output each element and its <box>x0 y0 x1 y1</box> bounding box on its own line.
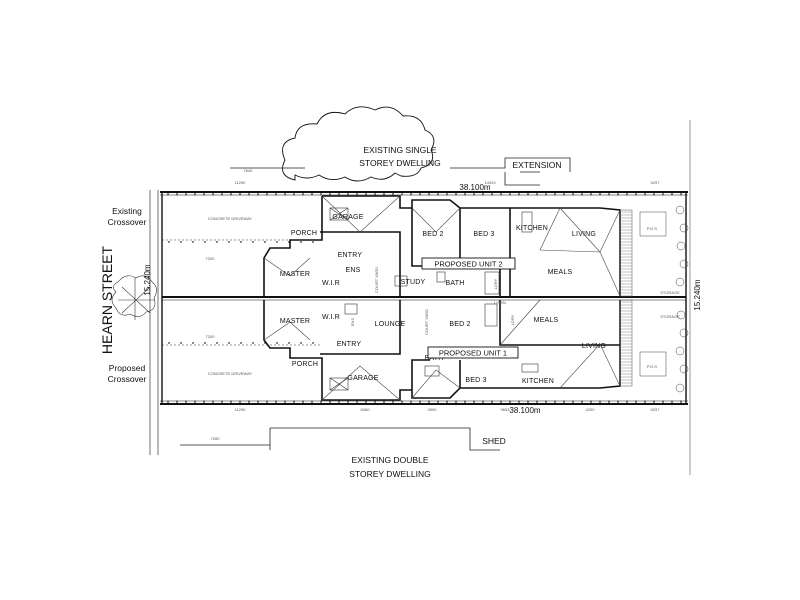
u2-kitchen: KITCHEN <box>516 225 548 232</box>
u1-lounge: LOUNGE <box>375 321 406 328</box>
north-neighbour-cloud: EXISTING SINGLE STOREY DWELLING <box>282 106 441 182</box>
u2-study: STUDY <box>401 279 426 286</box>
u1-title: PROPOSED UNIT 1 <box>439 349 507 358</box>
street-tree-symbol <box>111 275 157 320</box>
u2-garage: GARAGE <box>332 214 363 221</box>
shed-label: SHED <box>482 436 506 446</box>
unit2-outline <box>263 195 621 296</box>
north-neighbour-walls <box>230 157 571 186</box>
u2-title: PROPOSED UNIT 2 <box>434 260 502 269</box>
dim-width-left: 15.240m <box>143 264 152 295</box>
u1-ens: ENS <box>350 318 355 327</box>
u1-lndry: LDRY <box>510 314 515 325</box>
dim-bottom-9653: 9653 <box>501 407 511 412</box>
dim-bottom-4200: 4200 <box>586 407 596 412</box>
proposed-crossover-line1: Proposed <box>109 363 146 373</box>
setback-u2: 7200 <box>206 256 216 261</box>
u1-master: MASTER <box>280 318 310 325</box>
u2-wir: W.I.R <box>322 280 340 287</box>
existing-crossover-line1: Existing <box>112 206 142 216</box>
u1-storage: STORAGE <box>660 314 680 319</box>
party-wall <box>162 296 686 301</box>
fence-posts <box>167 191 682 405</box>
unit1-fixtures <box>329 303 539 391</box>
u2-porch: PORCH <box>291 230 317 237</box>
u1-bed2: BED 2 <box>449 321 470 328</box>
u1-pos: P.O.S <box>647 364 657 369</box>
street-frontage-lines <box>149 190 159 455</box>
setback-u1: 7200 <box>206 334 216 339</box>
dim-bottom-11290: 11290 <box>235 407 247 412</box>
u2-entry: ENTRY <box>338 252 363 259</box>
extension-label: EXTENSION <box>512 160 561 170</box>
u1-title-box: PROPOSED UNIT 1 <box>427 346 519 359</box>
u1-bath: BATH <box>425 355 444 362</box>
unit2-roof-lines <box>263 195 621 297</box>
driveway-label-u1: CONCRETE DRIVEWAY <box>208 371 253 376</box>
north-neighbour-line1: EXISTING SINGLE <box>363 145 437 155</box>
dim-bottom-2890: 2890 <box>428 407 438 412</box>
u1-bed3: BED 3 <box>465 377 486 384</box>
dim-bottom-7260: 7260 <box>211 436 221 441</box>
south-neighbour-walls <box>180 427 500 451</box>
u1-garage: GARAGE <box>347 375 378 382</box>
u2-bed2: BED 2 <box>422 231 443 238</box>
u1-entry: ENTRY <box>337 341 362 348</box>
u2-title-box: PROPOSED UNIT 2 <box>421 257 516 270</box>
u2-pos: P.O.S <box>647 226 657 231</box>
dim-length-bottom: 38.100m <box>509 406 540 415</box>
u1-porch: PORCH <box>292 361 318 368</box>
dim-top-5297: 5297 <box>651 180 661 185</box>
dim-top-11290: 11290 <box>235 180 247 185</box>
street-name: HEARN STREET <box>99 245 115 354</box>
u1-living: LIVING <box>582 343 606 350</box>
u1-pos-box <box>639 351 667 377</box>
proposed-crossover-line2: Crossover <box>108 374 147 384</box>
driveway-label-u2: CONCRETE DRIVEWAY <box>208 216 253 221</box>
existing-crossover-line2: Crossover <box>108 217 147 227</box>
u1-meals: MEALS <box>534 317 559 324</box>
dim-bottom-8460: 8460 <box>361 407 371 412</box>
unit1-outline <box>263 300 621 401</box>
u1-linen: LINEN <box>494 300 506 305</box>
south-neighbour-line2: STOREY DWELLING <box>349 469 430 479</box>
unit1-roof-lines <box>263 299 621 401</box>
unit2-fixtures <box>329 207 533 295</box>
south-neighbour-line1: EXISTING DOUBLE <box>352 455 429 465</box>
u1-kitchen: KITCHEN <box>522 378 554 385</box>
dim-top-14043: 14043 <box>484 180 496 185</box>
u1-wir: W.I.R <box>322 314 340 321</box>
u2-bed3: BED 3 <box>473 231 494 238</box>
u2-storage: STORAGE <box>660 290 680 295</box>
rear-deck-hatch <box>619 209 633 387</box>
u2-meals: MEALS <box>548 269 573 276</box>
dim-bottom-5297: 5297 <box>651 407 661 412</box>
u2-lndry: LDRY <box>493 278 498 289</box>
u1-court-yard: COURT YARD <box>424 309 429 335</box>
u2-court-yard: COURT YARD <box>374 267 379 293</box>
u2-master: MASTER <box>280 271 310 278</box>
u2-bath: BATH <box>446 280 465 287</box>
dim-width-right: 15.240m <box>693 279 702 310</box>
u2-ens: ENS <box>346 267 361 274</box>
hatch-lines <box>620 211 632 384</box>
u2-living: LIVING <box>572 231 596 238</box>
u2-pos-box <box>639 211 667 237</box>
driveway-edges <box>162 239 320 346</box>
dim-top-7640: 7640 <box>244 168 254 173</box>
dim-length-top: 38.100m <box>459 183 490 192</box>
rear-shrubs <box>675 205 689 393</box>
north-neighbour-line2: STOREY DWELLING <box>359 158 440 168</box>
